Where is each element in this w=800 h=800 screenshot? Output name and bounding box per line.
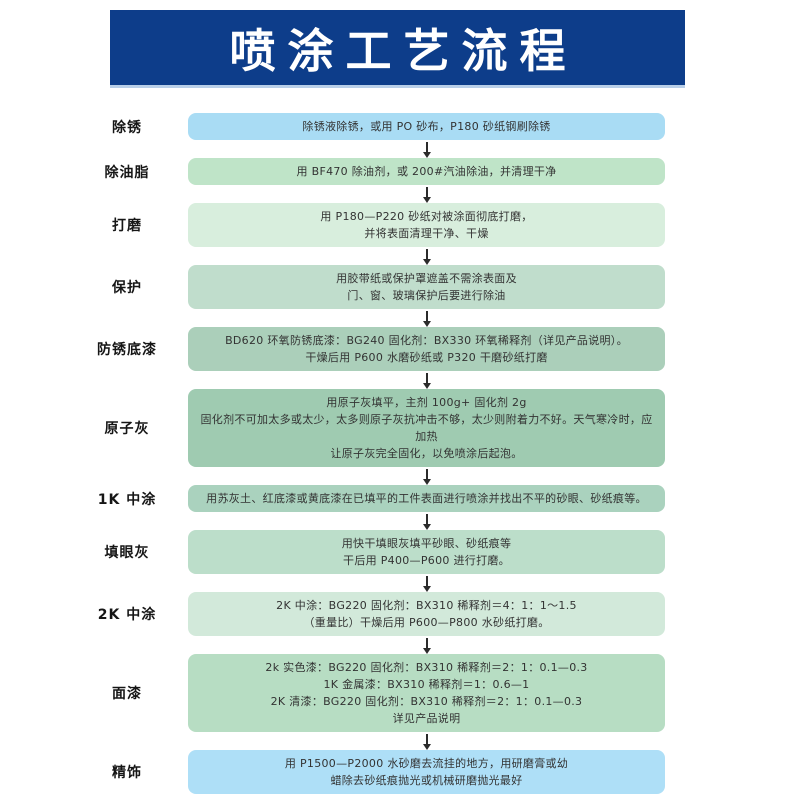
down-arrow-icon xyxy=(422,372,431,389)
step-description-line: 用胶带纸或保护罩遮盖不需涂表面及 xyxy=(336,272,517,285)
step-description-line: 门、窗、玻璃保护后要进行除油 xyxy=(347,289,506,302)
down-arrow-icon xyxy=(422,637,431,654)
step-box: 用胶带纸或保护罩遮盖不需涂表面及 门、窗、玻璃保护后要进行除油 xyxy=(188,265,665,309)
step-row-degrease: 除油脂 用 BF470 除油剂，或 200#汽油除油，并清理干净 xyxy=(0,158,800,185)
step-box: 用 P180—P220 砂纸对被涂面彻底打磨， 并将表面清理干净、干燥 xyxy=(188,203,665,247)
flow-connector xyxy=(188,247,665,265)
step-description-line: 用苏灰土、红底漆或黄底漆在已填平的工件表面进行喷涂并找出不平的砂眼、砂纸痕等。 xyxy=(206,492,647,505)
down-arrow-icon xyxy=(422,186,431,203)
step-description-line: 详见产品说明 xyxy=(392,712,461,725)
step-label: 原子灰 xyxy=(104,421,150,437)
down-arrow-icon xyxy=(422,575,431,592)
flow-connector xyxy=(188,732,665,750)
step-label: 填眼灰 xyxy=(104,545,150,561)
step-description-line: 2K 清漆：BG220 固化剂：BX310 稀释剂＝2：1：0.1—0.3 xyxy=(270,695,583,708)
step-label: 2K 中涂 xyxy=(97,607,157,623)
step-label: 面漆 xyxy=(112,686,142,702)
down-arrow-icon xyxy=(422,141,431,158)
step-description-line: （重量比）干燥后用 P600—P800 水砂纸打磨。 xyxy=(303,616,550,629)
step-description-line: 固化剂不可加太多或太少，太多则原子灰抗冲击不够，太少则附着力不好。天气寒冷时，应… xyxy=(200,413,653,443)
step-row-putty: 原子灰 用原子灰填平，主剂 100g+ 固化剂 2g 固化剂不可加太多或太少，太… xyxy=(0,389,800,467)
step-box: BD620 环氧防锈底漆：BG240 固化剂：BX330 环氧稀释剂（详见产品说… xyxy=(188,327,665,371)
step-description-line: 用快干填眼灰填平砂眼、砂纸痕等 xyxy=(341,537,512,550)
step-row-sanding: 打磨 用 P180—P220 砂纸对被涂面彻底打磨， 并将表面清理干净、干燥 xyxy=(0,203,800,247)
step-description-line: 除锈液除锈，或用 PO 砂布，P180 砂纸钢刷除锈 xyxy=(302,120,551,133)
step-label: 打磨 xyxy=(112,218,142,234)
step-description-line: 让原子灰完全固化，以免喷涂后起泡。 xyxy=(330,447,523,460)
step-box: 用快干填眼灰填平砂眼、砂纸痕等 干后用 P400—P600 进行打磨。 xyxy=(188,530,665,574)
step-box: 用 P1500—P2000 水砂磨去流挂的地方，用研磨膏或幼 蜡除去砂纸痕抛光或… xyxy=(188,750,665,794)
flow-connector xyxy=(188,309,665,327)
step-row-finishing: 精饰 用 P1500—P2000 水砂磨去流挂的地方，用研磨膏或幼 蜡除去砂纸痕… xyxy=(0,750,800,794)
step-label: 除油脂 xyxy=(104,164,150,181)
flow-connector xyxy=(188,574,665,592)
step-description-line: 并将表面清理干净、干燥 xyxy=(364,227,489,240)
step-row-eye-filler: 填眼灰 用快干填眼灰填平砂眼、砂纸痕等 干后用 P400—P600 进行打磨。 xyxy=(0,530,800,574)
process-flowchart: 除锈 除锈液除锈，或用 PO 砂布，P180 砂纸钢刷除锈 除油脂 用 BF47… xyxy=(0,85,800,794)
down-arrow-icon xyxy=(422,310,431,327)
flow-connector xyxy=(188,371,665,389)
down-arrow-icon xyxy=(422,248,431,265)
step-description-line: 1K 金属漆：BX310 稀释剂＝1：0.6—1 xyxy=(323,678,530,691)
step-label: 防锈底漆 xyxy=(97,342,157,358)
step-box: 用苏灰土、红底漆或黄底漆在已填平的工件表面进行喷涂并找出不平的砂眼、砂纸痕等。 xyxy=(188,485,665,512)
step-label: 精饰 xyxy=(112,765,142,781)
down-arrow-icon xyxy=(422,733,431,750)
step-row-topcoat: 面漆 2k 实色漆：BG220 固化剂：BX310 稀释剂＝2：1：0.1—0.… xyxy=(0,654,800,732)
step-description-line: 用 P180—P220 砂纸对被涂面彻底打磨， xyxy=(320,210,533,223)
step-description-line: 用原子灰填平，主剂 100g+ 固化剂 2g xyxy=(326,396,527,409)
flow-connector xyxy=(188,467,665,485)
flow-connector xyxy=(188,512,665,530)
down-arrow-icon xyxy=(422,468,431,485)
page-title: 喷涂工艺流程 xyxy=(229,23,578,78)
step-label: 保护 xyxy=(112,280,142,296)
step-description-line: 2k 实色漆：BG220 固化剂：BX310 稀释剂＝2：1：0.1—0.3 xyxy=(265,661,588,674)
flow-connector xyxy=(188,636,665,654)
step-box: 2k 实色漆：BG220 固化剂：BX310 稀释剂＝2：1：0.1—0.3 1… xyxy=(188,654,665,732)
step-label: 除锈 xyxy=(112,119,142,136)
step-description-line: 2K 中涂：BG220 固化剂：BX310 稀释剂＝4：1：1～1.5 xyxy=(276,599,577,612)
step-label: 1K 中涂 xyxy=(97,491,157,508)
step-description-line: 用 BF470 除油剂，或 200#汽油除油，并清理干净 xyxy=(296,165,557,178)
step-box: 用 BF470 除油剂，或 200#汽油除油，并清理干净 xyxy=(188,158,665,185)
step-row-1k-midcoat: 1K 中涂 用苏灰土、红底漆或黄底漆在已填平的工件表面进行喷涂并找出不平的砂眼、… xyxy=(0,485,800,512)
step-box: 用原子灰填平，主剂 100g+ 固化剂 2g 固化剂不可加太多或太少，太多则原子… xyxy=(188,389,665,467)
step-row-2k-midcoat: 2K 中涂 2K 中涂：BG220 固化剂：BX310 稀释剂＝4：1：1～1.… xyxy=(0,592,800,636)
step-description-line: 干后用 P400—P600 进行打磨。 xyxy=(343,554,510,567)
step-row-antirust-primer: 防锈底漆 BD620 环氧防锈底漆：BG240 固化剂：BX330 环氧稀释剂（… xyxy=(0,327,800,371)
step-description-line: 蜡除去砂纸痕抛光或机械研磨抛光最好 xyxy=(330,774,523,787)
step-box: 除锈液除锈，或用 PO 砂布，P180 砂纸钢刷除锈 xyxy=(188,113,665,140)
step-row-protection: 保护 用胶带纸或保护罩遮盖不需涂表面及 门、窗、玻璃保护后要进行除油 xyxy=(0,265,800,309)
step-description-line: BD620 环氧防锈底漆：BG240 固化剂：BX330 环氧稀释剂（详见产品说… xyxy=(225,334,628,347)
flow-connector xyxy=(188,185,665,203)
step-row-rust-removal: 除锈 除锈液除锈，或用 PO 砂布，P180 砂纸钢刷除锈 xyxy=(0,113,800,140)
flow-connector xyxy=(188,140,665,158)
step-description-line: 用 P1500—P2000 水砂磨去流挂的地方，用研磨膏或幼 xyxy=(284,757,569,770)
header-banner: 喷涂工艺流程 xyxy=(110,10,685,85)
step-box: 2K 中涂：BG220 固化剂：BX310 稀释剂＝4：1：1～1.5 （重量比… xyxy=(188,592,665,636)
down-arrow-icon xyxy=(422,513,431,530)
step-description-line: 干燥后用 P600 水磨砂纸或 P320 干磨砂纸打磨 xyxy=(305,351,548,364)
